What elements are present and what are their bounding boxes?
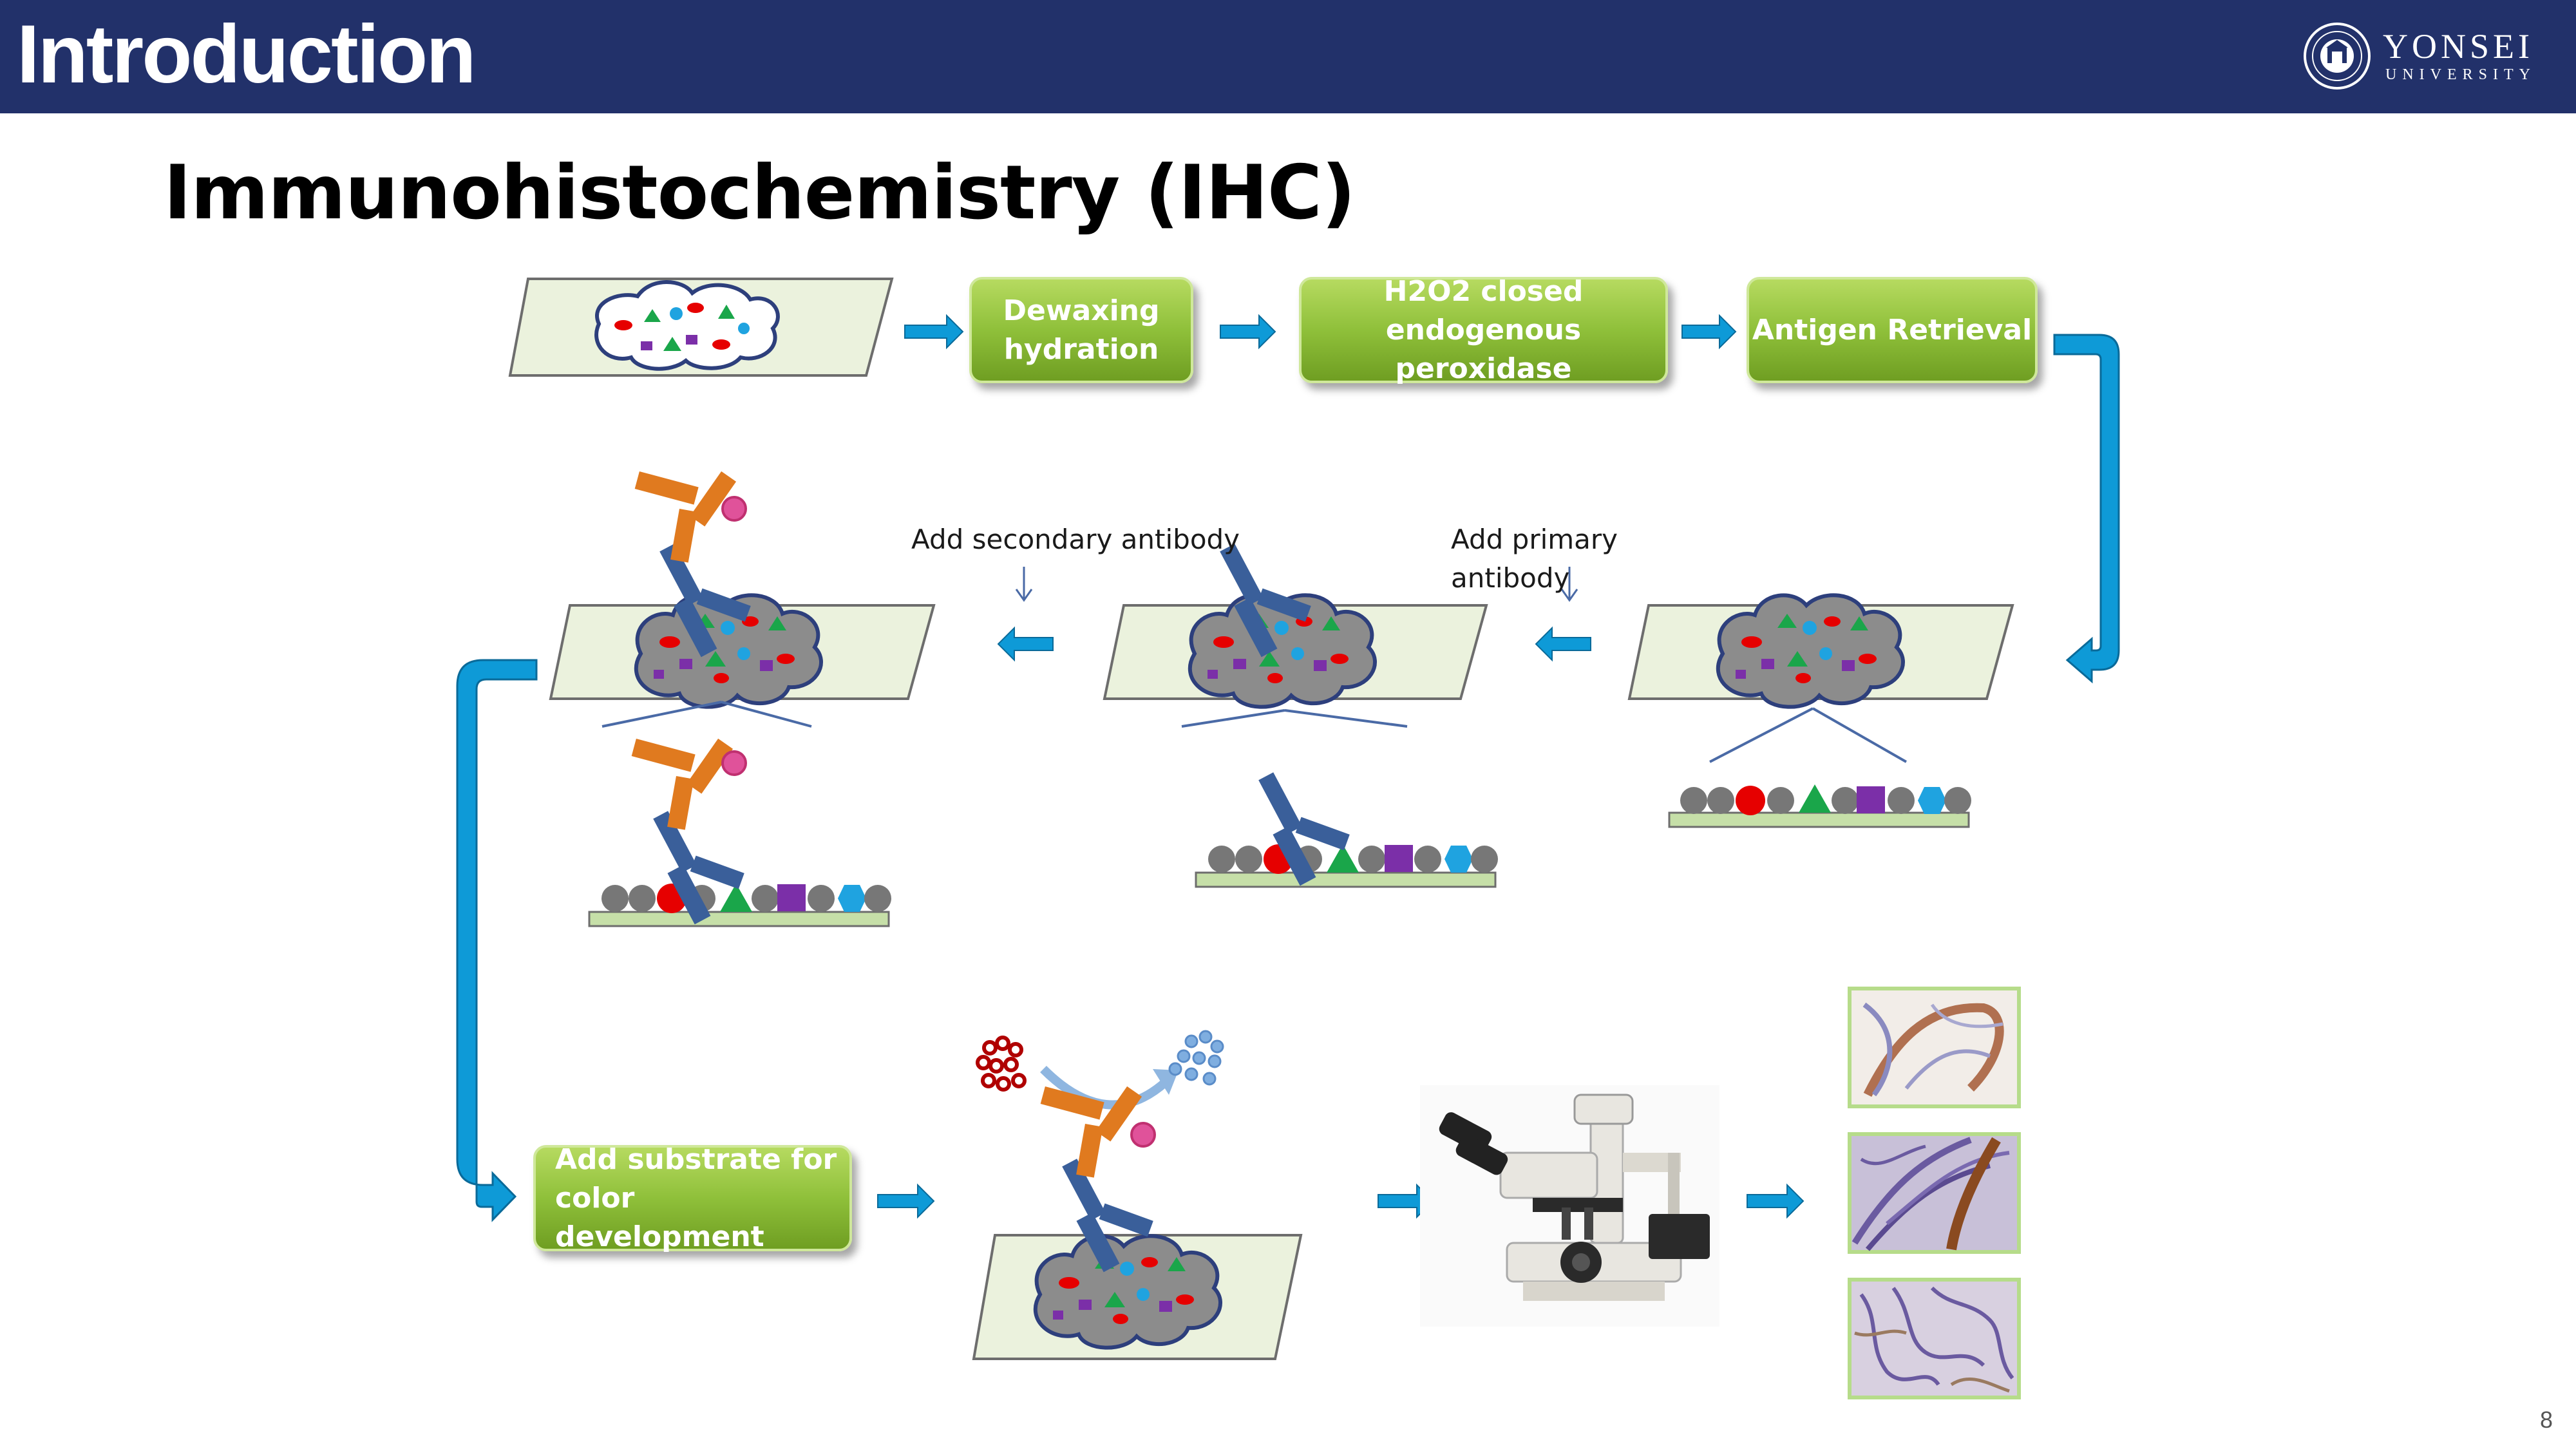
substrate-molecules-red — [976, 1036, 1027, 1092]
step-label-line-1: H2O2 closed — [1383, 274, 1584, 308]
logo-name: YONSEI — [2383, 27, 2533, 66]
step-label-line-1: Dewaxing — [1003, 294, 1160, 327]
callout-line-1: Add primary — [1451, 524, 1618, 555]
university-seal-icon — [2304, 23, 2371, 90]
microscope-image — [1420, 1085, 1719, 1327]
flow-arrow-left — [997, 626, 1054, 662]
header-bar: Introduction YONSEI UNIVERSITY — [0, 0, 2576, 113]
stained-tissue-image — [1848, 1278, 2021, 1399]
stained-tissue-image — [1848, 1132, 2021, 1254]
tissue-slide-primary-antibody — [1103, 544, 1498, 888]
step-antigen-retrieval: Antigen Retrieval — [1747, 277, 2038, 383]
tissue-slide-secondary-antibody — [549, 471, 936, 927]
step-label: Antigen Retrieval — [1752, 313, 2032, 346]
flow-arrow — [904, 314, 964, 350]
stained-tissue-image — [1848, 987, 2021, 1108]
flow-arrow — [1681, 314, 1737, 350]
product-molecules-blue — [1168, 1030, 1224, 1086]
flow-arrow-left — [1535, 626, 1591, 662]
callout-primary-antibody: Add primary antibody — [1451, 520, 1618, 598]
page-number: 8 — [2540, 1406, 2553, 1433]
flow-arrow — [1220, 314, 1276, 350]
step-add-substrate: Add substrate for color development — [533, 1143, 852, 1253]
flow-arrow — [1378, 1183, 1434, 1219]
yonsei-logo: YONSEI UNIVERSITY — [2299, 19, 2544, 97]
connector-arrow-left — [456, 659, 538, 1222]
substrate-reaction — [972, 1030, 1303, 1360]
callout-pointer — [1015, 567, 1033, 602]
connector-arrow-right — [2053, 334, 2120, 684]
step-label-line-2: color development — [555, 1181, 764, 1253]
header-title: Introduction — [17, 8, 476, 100]
step-h2o2-peroxidase: H2O2 closed endogenous peroxidase — [1299, 275, 1668, 385]
step-label-line-2: hydration — [1003, 332, 1159, 366]
callout-secondary-antibody: Add secondary antibody — [911, 524, 1240, 555]
slide-title: Immunohistochemistry (IHC) — [164, 149, 1356, 236]
step-dewaxing-hydration: Dewaxing hydration — [969, 277, 1193, 383]
flow-arrow — [877, 1183, 935, 1219]
callout-line-2: antibody — [1451, 562, 1570, 594]
flow-arrow — [1747, 1183, 1804, 1219]
tissue-slide-antigen — [1627, 595, 2014, 828]
step-label-line-1: Add substrate for — [555, 1142, 837, 1176]
step-label-line-2: endogenous peroxidase — [1385, 313, 1582, 385]
logo-subtitle: UNIVERSITY — [2385, 66, 2536, 83]
tissue-slide-1 — [508, 278, 894, 377]
